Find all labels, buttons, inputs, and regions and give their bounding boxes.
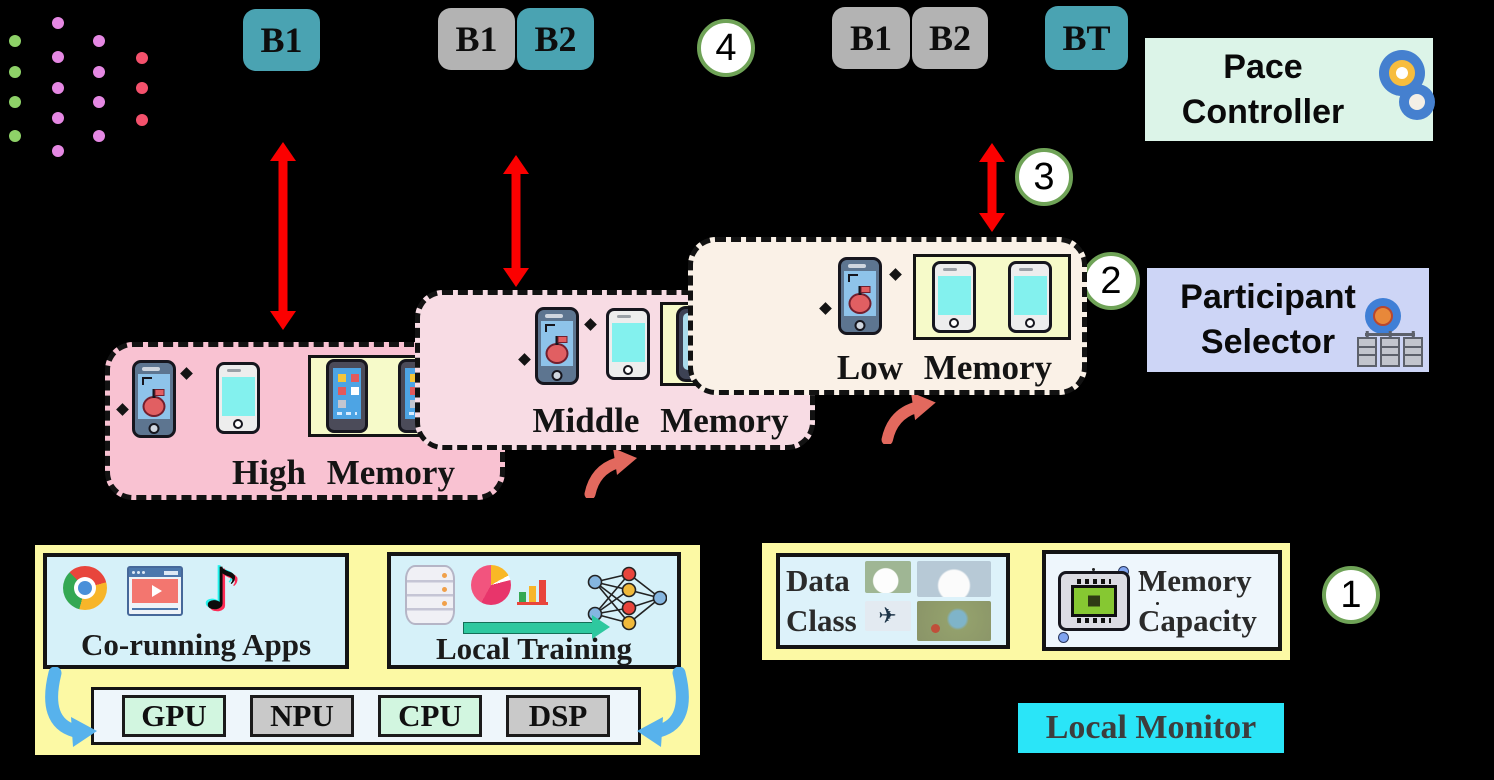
data-class-box: Data Class ✈ [776, 553, 1010, 649]
memory-chip-icon [1058, 570, 1130, 631]
batch-chip-b2: B2 [912, 7, 988, 69]
step-badge-1: 1 [1322, 566, 1380, 624]
video-player-icon [127, 566, 183, 616]
batch-chip-b1: B1 [243, 9, 320, 71]
neural-net-icon [587, 566, 667, 631]
selected-devices-box [913, 254, 1071, 340]
gears-icon [1399, 84, 1435, 120]
step-badge-2: 2 [1082, 252, 1140, 310]
app-phone-icon [535, 307, 579, 385]
local-training-label: Local Training [435, 631, 633, 666]
sparkle-icon [116, 403, 129, 416]
participant-selector-label-line1: Participant [1180, 278, 1356, 316]
chrome-icon [63, 566, 107, 610]
memory-capacity-label-line1: Memory [1138, 562, 1252, 598]
blue-curved-arrow [45, 667, 97, 747]
plain-phone-icon [932, 261, 976, 333]
co-running-apps-box: ♪ Co-running Apps [43, 553, 349, 669]
pace-controller-label-line2: Controller [1181, 92, 1345, 131]
participant-selector-label-line2: Selector [1200, 323, 1336, 361]
batch-chip-b2: B2 [517, 8, 594, 70]
step-badge-3: 3 [1015, 148, 1073, 206]
salmon-curved-arrow [881, 392, 936, 444]
plain-phone-icon [1008, 261, 1052, 333]
red-double-arrow [270, 142, 296, 330]
servers-icon [1357, 333, 1423, 367]
memory-capacity-label-line2: Capacity [1138, 602, 1257, 638]
tiktok-icon: ♪ [203, 555, 241, 623]
processor-chip-gpu: GPU [122, 695, 226, 737]
sparkle-icon [584, 318, 597, 331]
sparkle-icon [518, 353, 531, 366]
batch-chip-b1: B1 [832, 7, 910, 69]
local-training-box: Local Training [387, 552, 681, 669]
batch-chip-bt: BT [1045, 6, 1128, 70]
processor-strip: GPU NPU CPU DSP [91, 687, 641, 745]
bird-photo [916, 601, 991, 641]
low-memory-group: Low Memory [688, 237, 1087, 395]
pace-controller-label-line1: Pace [1223, 47, 1303, 86]
globe-gear-icon [1365, 298, 1401, 334]
plain-phone-icon [216, 362, 260, 434]
monitor-panel: Data Class ✈ Memory Capacity [762, 543, 1290, 660]
airplane-photo: ✈ [864, 601, 911, 631]
data-class-label-line1: Data [786, 563, 850, 598]
database-icon [405, 565, 455, 625]
low-memory-label: Low Memory [836, 348, 1053, 387]
bar-chart-icon [517, 578, 548, 605]
processor-chip-cpu: CPU [378, 695, 482, 737]
sparkle-icon [819, 302, 832, 315]
red-double-arrow [979, 143, 1005, 232]
step-badge-4: 4 [697, 19, 755, 77]
plain-phone-icon [606, 308, 650, 380]
sparkle-icon [889, 268, 902, 281]
gears-icon [1379, 50, 1425, 96]
batch-chip-b1: B1 [438, 8, 515, 70]
training-arrow-icon [463, 615, 610, 639]
pace-controller-box: Pace Controller [1145, 38, 1435, 141]
co-running-apps-label: Co-running Apps [80, 627, 312, 662]
processor-chip-npu: NPU [250, 695, 354, 737]
pie-chart-icon [471, 565, 511, 605]
processor-chip-dsp: DSP [506, 695, 610, 737]
dog-photo [864, 561, 911, 593]
salmon-curved-arrow [584, 448, 637, 498]
memory-capacity-box: Memory Capacity [1042, 550, 1282, 651]
decorative-dot [1058, 632, 1069, 643]
data-class-label-line2: Class [786, 603, 857, 638]
sparkle-icon [180, 367, 193, 380]
neural-network-dots-icon [9, 17, 148, 157]
device-panel: ♪ Co-running Apps [35, 545, 700, 755]
app-phone-icon [132, 360, 176, 438]
blue-curved-arrow [637, 667, 689, 747]
local-monitor-label: Local Monitor [1018, 703, 1284, 753]
cat-photo [916, 561, 991, 597]
participant-selector-box: Participant Selector [1147, 268, 1429, 372]
app-phone-icon [838, 257, 882, 335]
middle-memory-label: Middle Memory [532, 401, 789, 440]
high-memory-label: High Memory [232, 453, 455, 492]
red-double-arrow [503, 155, 529, 287]
apps-grid-phone-icon [326, 359, 368, 433]
